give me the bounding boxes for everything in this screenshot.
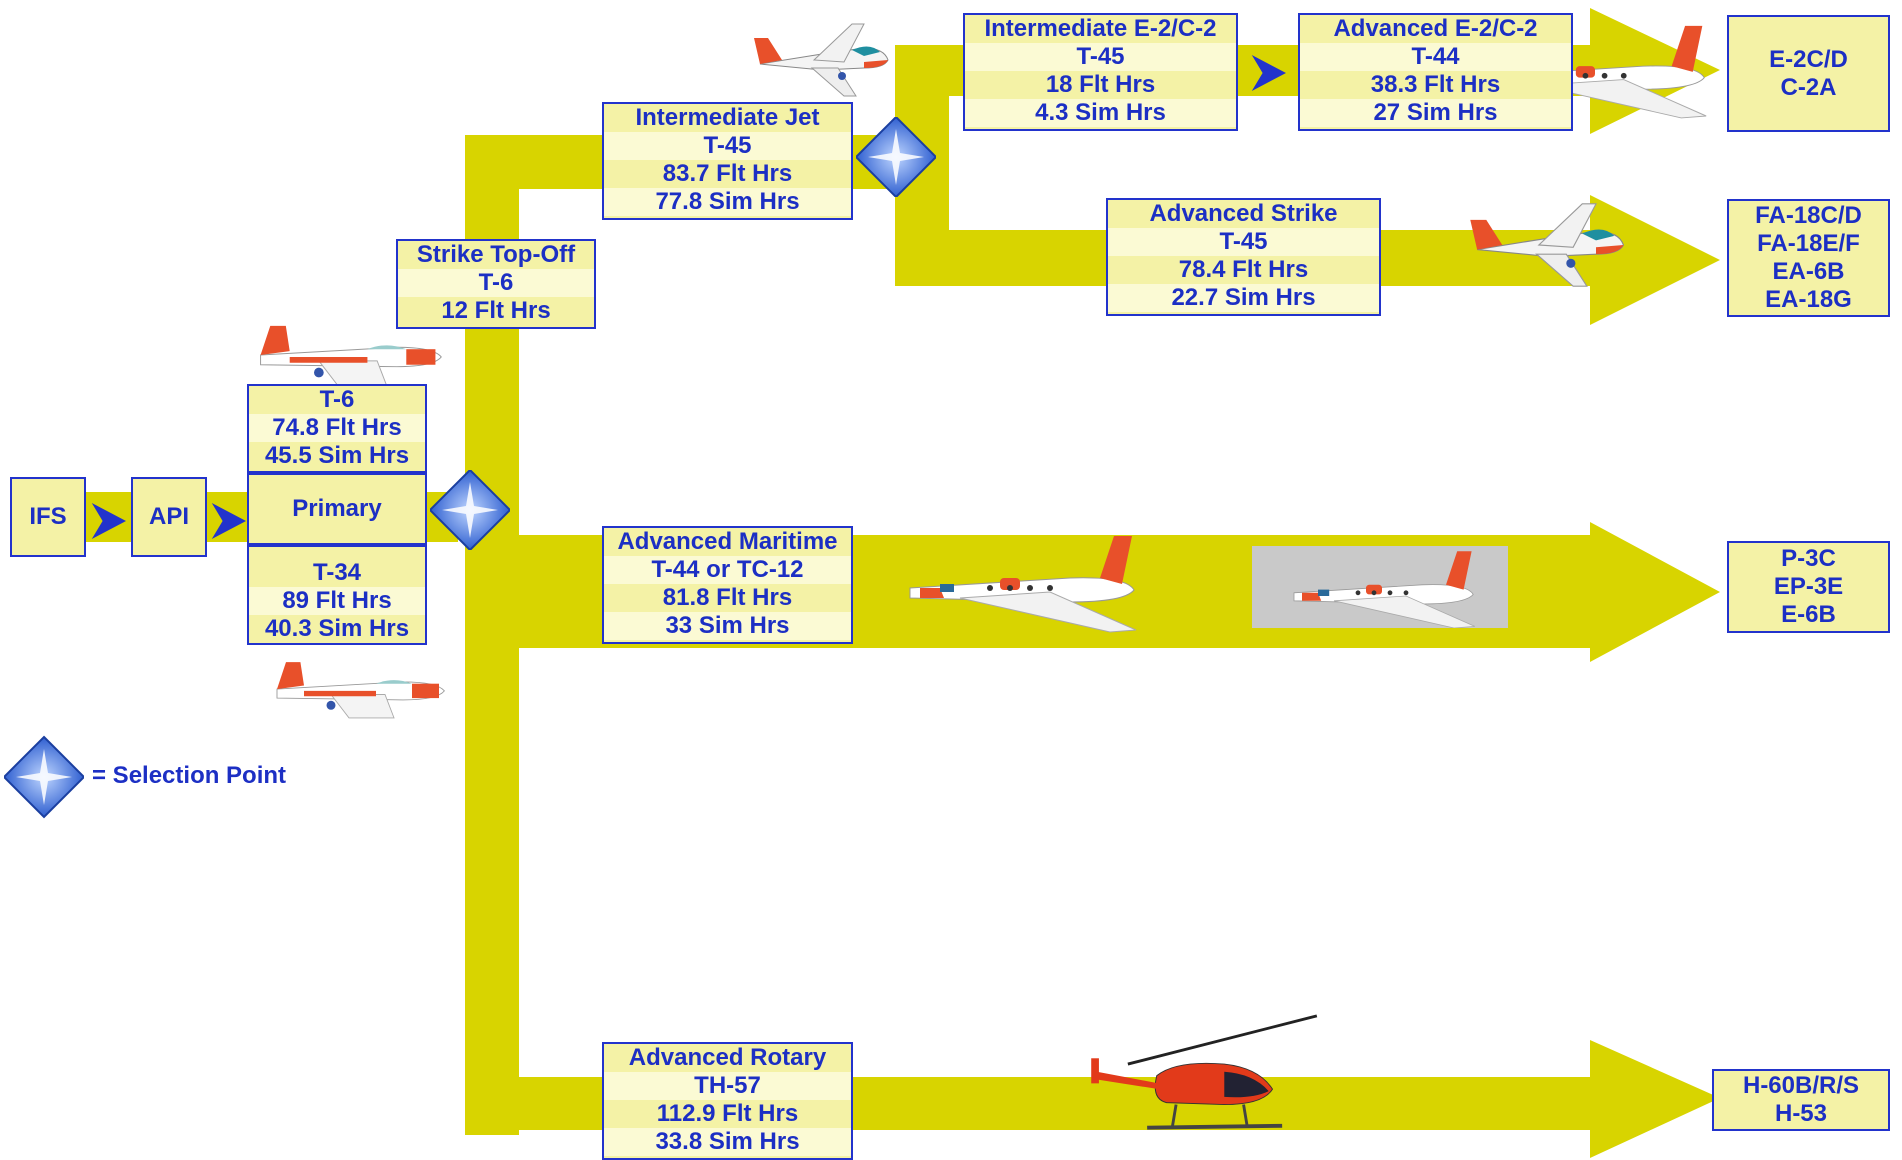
strike-topoff-box: Strike Top-Off T-6 12 Flt Hrs bbox=[396, 239, 596, 329]
advanced-strike-line-3: 78.4 Flt Hrs bbox=[1108, 256, 1379, 284]
destination-e2c2-box: E-2C/D C-2A bbox=[1727, 15, 1890, 132]
intermediate-jet-line-1: Intermediate Jet bbox=[604, 104, 851, 132]
primary-bottom-box: T-34 89 Flt Hrs 40.3 Sim Hrs bbox=[247, 545, 427, 645]
destination-e2c2-line-2: C-2A bbox=[1729, 74, 1888, 102]
advanced-e2c2-line-1: Advanced E-2/C-2 bbox=[1300, 15, 1571, 43]
legend-label: = Selection Point bbox=[92, 762, 286, 790]
advanced-strike-line-1: Advanced Strike bbox=[1108, 200, 1379, 228]
primary-top-line-1: T-6 bbox=[249, 386, 425, 414]
api-label: API bbox=[133, 503, 205, 531]
intermediate-e2c2-box: Intermediate E-2/C-2 T-45 18 Flt Hrs 4.3… bbox=[963, 13, 1238, 131]
destination-rotary-line-2: H-53 bbox=[1714, 1100, 1888, 1128]
advanced-strike-line-4: 22.7 Sim Hrs bbox=[1108, 284, 1379, 312]
primary-label-box: Primary bbox=[247, 473, 427, 545]
intermediate-e2c2-line-3: 18 Flt Hrs bbox=[965, 71, 1236, 99]
advanced-rotary-line-1: Advanced Rotary bbox=[604, 1044, 851, 1072]
strike-topoff-line-3: 12 Flt Hrs bbox=[398, 297, 594, 325]
destination-maritime-line-3: E-6B bbox=[1729, 601, 1888, 629]
t34-aircraft-icon bbox=[277, 662, 444, 718]
advanced-rotary-line-4: 33.8 Sim Hrs bbox=[604, 1128, 851, 1156]
t6-aircraft-icon bbox=[261, 326, 442, 386]
destination-maritime-line-1: P-3C bbox=[1729, 545, 1888, 573]
destination-maritime-line-2: EP-3E bbox=[1729, 573, 1888, 601]
intermediate-e2c2-line-2: T-45 bbox=[965, 43, 1236, 71]
primary-top-line-3: 45.5 Sim Hrs bbox=[249, 442, 425, 470]
intermediate-e2c2-line-4: 4.3 Sim Hrs bbox=[965, 99, 1236, 127]
api-box: API bbox=[131, 477, 207, 557]
advanced-e2c2-box: Advanced E-2/C-2 T-44 38.3 Flt Hrs 27 Si… bbox=[1298, 13, 1573, 131]
advanced-maritime-box: Advanced Maritime T-44 or TC-12 81.8 Flt… bbox=[602, 526, 853, 644]
destination-e2c2-line-1: E-2C/D bbox=[1729, 46, 1888, 74]
t45-aircraft-icon bbox=[754, 24, 888, 96]
selection-point-icon bbox=[4, 737, 84, 817]
advanced-e2c2-line-3: 38.3 Flt Hrs bbox=[1300, 71, 1571, 99]
destination-strike-line-3: EA-6B bbox=[1729, 258, 1888, 286]
strike-topoff-line-1: Strike Top-Off bbox=[398, 241, 594, 269]
advanced-rotary-box: Advanced Rotary TH-57 112.9 Flt Hrs 33.8… bbox=[602, 1042, 853, 1160]
intermediate-jet-line-4: 77.8 Sim Hrs bbox=[604, 188, 851, 216]
primary-label: Primary bbox=[249, 495, 425, 523]
primary-top-line-2: 74.8 Flt Hrs bbox=[249, 414, 425, 442]
ifs-box: IFS bbox=[10, 477, 86, 557]
advanced-maritime-line-1: Advanced Maritime bbox=[604, 528, 851, 556]
destination-strike-line-1: FA-18C/D bbox=[1729, 202, 1888, 230]
destination-maritime-box: P-3C EP-3E E-6B bbox=[1727, 541, 1890, 633]
primary-top-box: T-6 74.8 Flt Hrs 45.5 Sim Hrs bbox=[247, 384, 427, 473]
advanced-maritime-line-2: T-44 or TC-12 bbox=[604, 556, 851, 584]
destination-rotary-line-1: H-60B/R/S bbox=[1714, 1072, 1888, 1100]
ifs-label: IFS bbox=[12, 503, 84, 531]
primary-bottom-line-2: 89 Flt Hrs bbox=[249, 587, 425, 615]
intermediate-jet-line-3: 83.7 Flt Hrs bbox=[604, 160, 851, 188]
advanced-e2c2-line-4: 27 Sim Hrs bbox=[1300, 99, 1571, 127]
intermediate-jet-line-2: T-45 bbox=[604, 132, 851, 160]
destination-strike-box: FA-18C/D FA-18E/F EA-6B EA-18G bbox=[1727, 199, 1890, 317]
destination-strike-line-2: FA-18E/F bbox=[1729, 230, 1888, 258]
advanced-rotary-line-3: 112.9 Flt Hrs bbox=[604, 1100, 851, 1128]
advanced-e2c2-line-2: T-44 bbox=[1300, 43, 1571, 71]
advanced-strike-box: Advanced Strike T-45 78.4 Flt Hrs 22.7 S… bbox=[1106, 198, 1381, 316]
advanced-maritime-line-3: 81.8 Flt Hrs bbox=[604, 584, 851, 612]
intermediate-e2c2-line-1: Intermediate E-2/C-2 bbox=[965, 15, 1236, 43]
primary-bottom-line-3: 40.3 Sim Hrs bbox=[249, 615, 425, 643]
advanced-strike-line-2: T-45 bbox=[1108, 228, 1379, 256]
primary-bottom-line-1: T-34 bbox=[249, 559, 425, 587]
strike-topoff-line-2: T-6 bbox=[398, 269, 594, 297]
destination-strike-line-4: EA-18G bbox=[1729, 286, 1888, 314]
intermediate-jet-box: Intermediate Jet T-45 83.7 Flt Hrs 77.8 … bbox=[602, 102, 853, 220]
advanced-maritime-line-4: 33 Sim Hrs bbox=[604, 612, 851, 640]
destination-rotary-box: H-60B/R/S H-53 bbox=[1712, 1069, 1890, 1131]
advanced-rotary-line-2: TH-57 bbox=[604, 1072, 851, 1100]
